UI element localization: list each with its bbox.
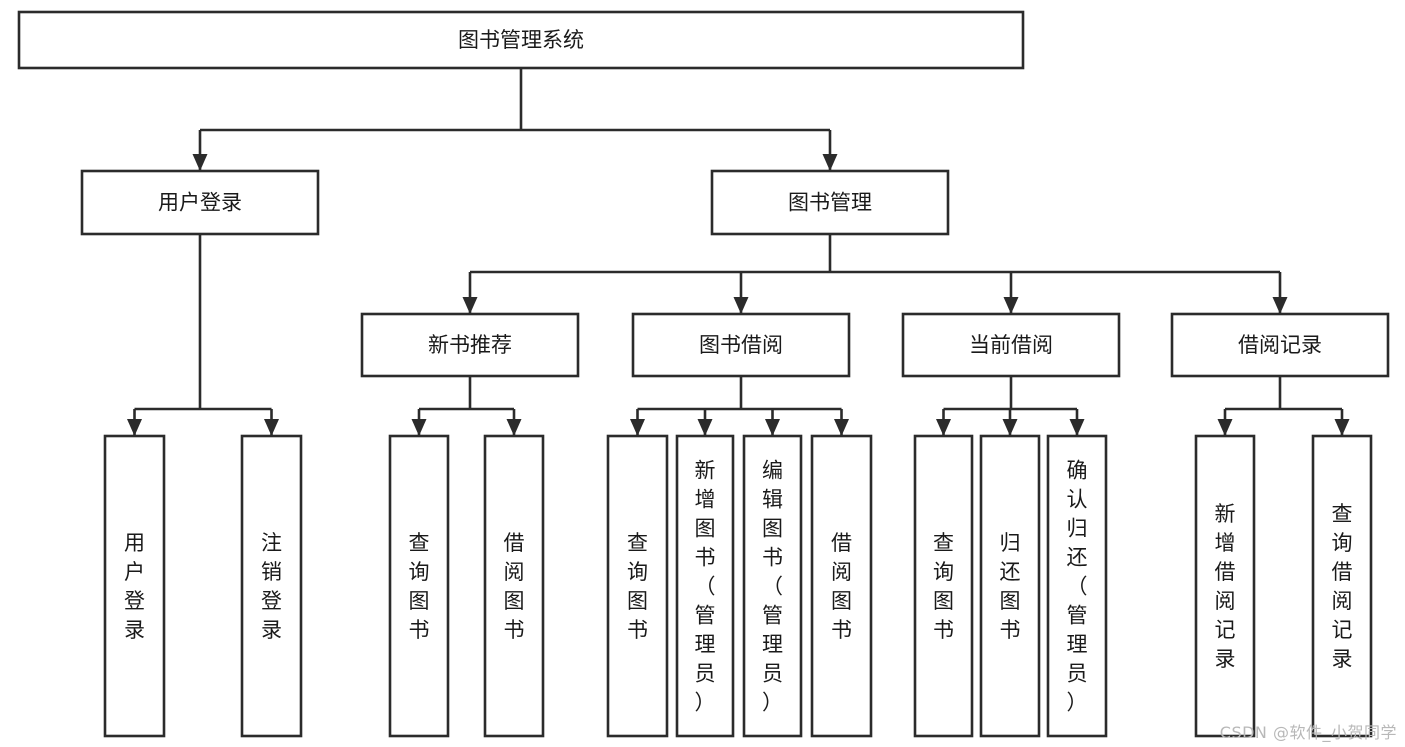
node-label-leaf-confirm-return-admin: 确认归还（管理员）	[1067, 459, 1088, 715]
node-label-leaf-return-book: 归还图书	[1000, 531, 1021, 642]
node-label-root: 图书管理系统	[458, 28, 584, 52]
edge-group-book-borrow	[630, 376, 849, 436]
node-leaf-confirm-return-admin[interactable]: 确认归还（管理员）	[1046, 434, 1108, 738]
node-book-manage[interactable]: 图书管理	[710, 169, 950, 236]
node-box-borrow-record[interactable]	[1170, 312, 1390, 378]
csdn-watermark: CSDN @软件_小贺同学	[1219, 723, 1397, 742]
node-label-current-borrow: 当前借阅	[969, 333, 1053, 357]
node-leaf-edit-book-admin[interactable]: 编辑图书（管理员）	[742, 434, 803, 738]
node-box-root[interactable]	[17, 10, 1025, 70]
node-label-leaf-logout: 注销登录	[261, 531, 282, 642]
node-box-leaf-query-book-3[interactable]	[913, 434, 974, 738]
node-box-leaf-confirm-return-admin[interactable]	[1046, 434, 1108, 738]
node-box-new-book-recommend[interactable]	[360, 312, 580, 378]
node-label-new-book-recommend: 新书推荐	[428, 333, 512, 357]
connector-layer	[127, 68, 1350, 436]
node-box-leaf-query-borrow-record[interactable]	[1311, 434, 1373, 738]
node-leaf-query-book-1[interactable]: 查询图书	[388, 434, 450, 738]
node-root[interactable]: 图书管理系统	[17, 10, 1025, 70]
node-box-leaf-query-book-1[interactable]	[388, 434, 450, 738]
node-box-leaf-query-book-2[interactable]	[606, 434, 669, 738]
node-leaf-borrow-book-2[interactable]: 借阅图书	[810, 434, 873, 738]
node-label-borrow-record: 借阅记录	[1238, 333, 1322, 357]
node-label-leaf-query-book-1: 查询图书	[409, 531, 430, 642]
node-label-book-borrow: 图书借阅	[699, 333, 783, 357]
node-box-book-manage[interactable]	[710, 169, 950, 236]
node-box-leaf-borrow-book-2[interactable]	[810, 434, 873, 738]
node-box-leaf-user-login[interactable]	[103, 434, 166, 738]
node-new-book-recommend[interactable]: 新书推荐	[360, 312, 580, 378]
node-label-user-login: 用户登录	[158, 191, 242, 215]
node-label-leaf-query-book-2: 查询图书	[627, 531, 648, 642]
edge-group-current-borrow	[936, 376, 1085, 436]
node-box-leaf-logout[interactable]	[240, 434, 303, 738]
node-label-leaf-borrow-book-1: 借阅图书	[504, 531, 525, 642]
node-box-book-borrow[interactable]	[631, 312, 851, 378]
node-label-leaf-edit-book-admin: 编辑图书（管理员）	[762, 459, 783, 715]
edge-group-book-manage	[462, 234, 1288, 314]
edge-group-borrow-record	[1217, 376, 1350, 436]
node-book-borrow[interactable]: 图书借阅	[631, 312, 851, 378]
node-leaf-user-login[interactable]: 用户登录	[103, 434, 166, 738]
node-leaf-query-book-2[interactable]: 查询图书	[606, 434, 669, 738]
node-label-leaf-add-borrow-record: 新增借阅记录	[1215, 502, 1236, 671]
node-label-book-manage: 图书管理	[788, 191, 872, 215]
node-box-current-borrow[interactable]	[901, 312, 1121, 378]
node-leaf-query-borrow-record[interactable]: 查询借阅记录	[1311, 434, 1373, 738]
node-leaf-add-book-admin[interactable]: 新增图书（管理员）	[675, 434, 735, 738]
node-box-leaf-return-book[interactable]	[979, 434, 1041, 738]
node-leaf-add-borrow-record[interactable]: 新增借阅记录	[1194, 434, 1256, 738]
node-leaf-query-book-3[interactable]: 查询图书	[913, 434, 974, 738]
node-current-borrow[interactable]: 当前借阅	[901, 312, 1121, 378]
node-leaf-borrow-book-1[interactable]: 借阅图书	[483, 434, 545, 738]
node-box-leaf-add-borrow-record[interactable]	[1194, 434, 1256, 738]
edge-group-new-book-recommend	[411, 376, 522, 436]
node-label-leaf-query-borrow-record: 查询借阅记录	[1332, 502, 1353, 671]
node-label-leaf-borrow-book-2: 借阅图书	[831, 531, 852, 642]
node-box-leaf-edit-book-admin[interactable]	[742, 434, 803, 738]
node-leaf-return-book[interactable]: 归还图书	[979, 434, 1041, 738]
node-label-leaf-add-book-admin: 新增图书（管理员）	[695, 459, 716, 715]
node-label-leaf-query-book-3: 查询图书	[933, 531, 954, 642]
node-layer: 图书管理系统用户登录图书管理新书推荐图书借阅当前借阅借阅记录用户登录注销登录查询…	[17, 10, 1390, 738]
edge-group-user-login	[127, 234, 279, 436]
node-user-login[interactable]: 用户登录	[80, 169, 320, 236]
node-label-leaf-user-login: 用户登录	[124, 531, 145, 642]
node-box-user-login[interactable]	[80, 169, 320, 236]
node-borrow-record[interactable]: 借阅记录	[1170, 312, 1390, 378]
node-box-leaf-add-book-admin[interactable]	[675, 434, 735, 738]
node-leaf-logout[interactable]: 注销登录	[240, 434, 303, 738]
node-box-leaf-borrow-book-1[interactable]	[483, 434, 545, 738]
edge-group-root	[192, 68, 838, 171]
